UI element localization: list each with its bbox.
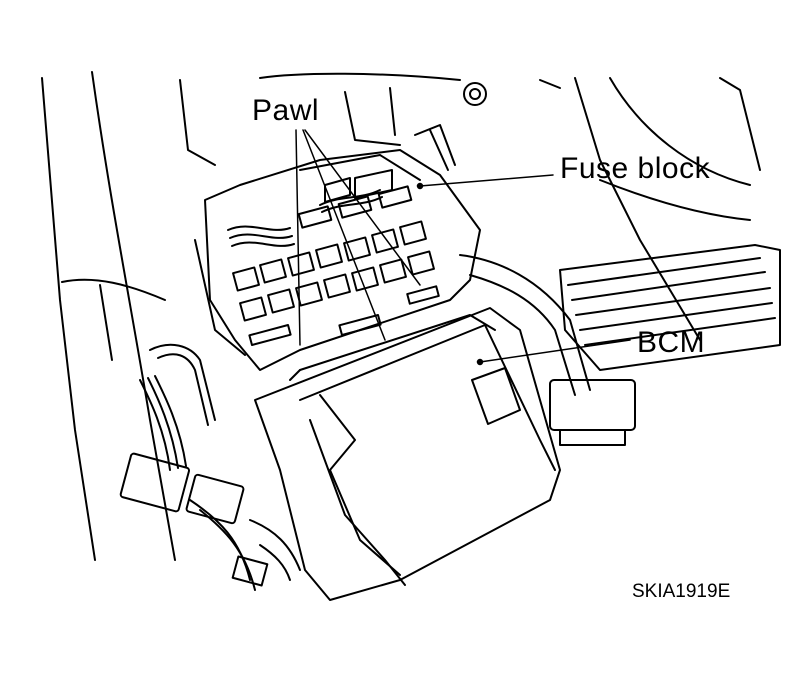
bcm-body <box>254 307 561 601</box>
bcm-label: BCM <box>637 326 706 359</box>
leader-lines <box>295 129 631 366</box>
pedal <box>559 244 781 371</box>
pawl-label: Pawl <box>252 94 320 127</box>
figure-code: SKIA1919E <box>632 581 731 602</box>
right-trim <box>574 77 761 341</box>
left-panel <box>41 71 176 561</box>
harness-lower <box>119 343 301 591</box>
fuse-block-body <box>194 149 481 371</box>
harness-top <box>227 189 383 247</box>
fuse-grid <box>232 185 440 347</box>
upper-structure <box>179 72 561 171</box>
fuse-block-label: Fuse block <box>560 152 711 185</box>
